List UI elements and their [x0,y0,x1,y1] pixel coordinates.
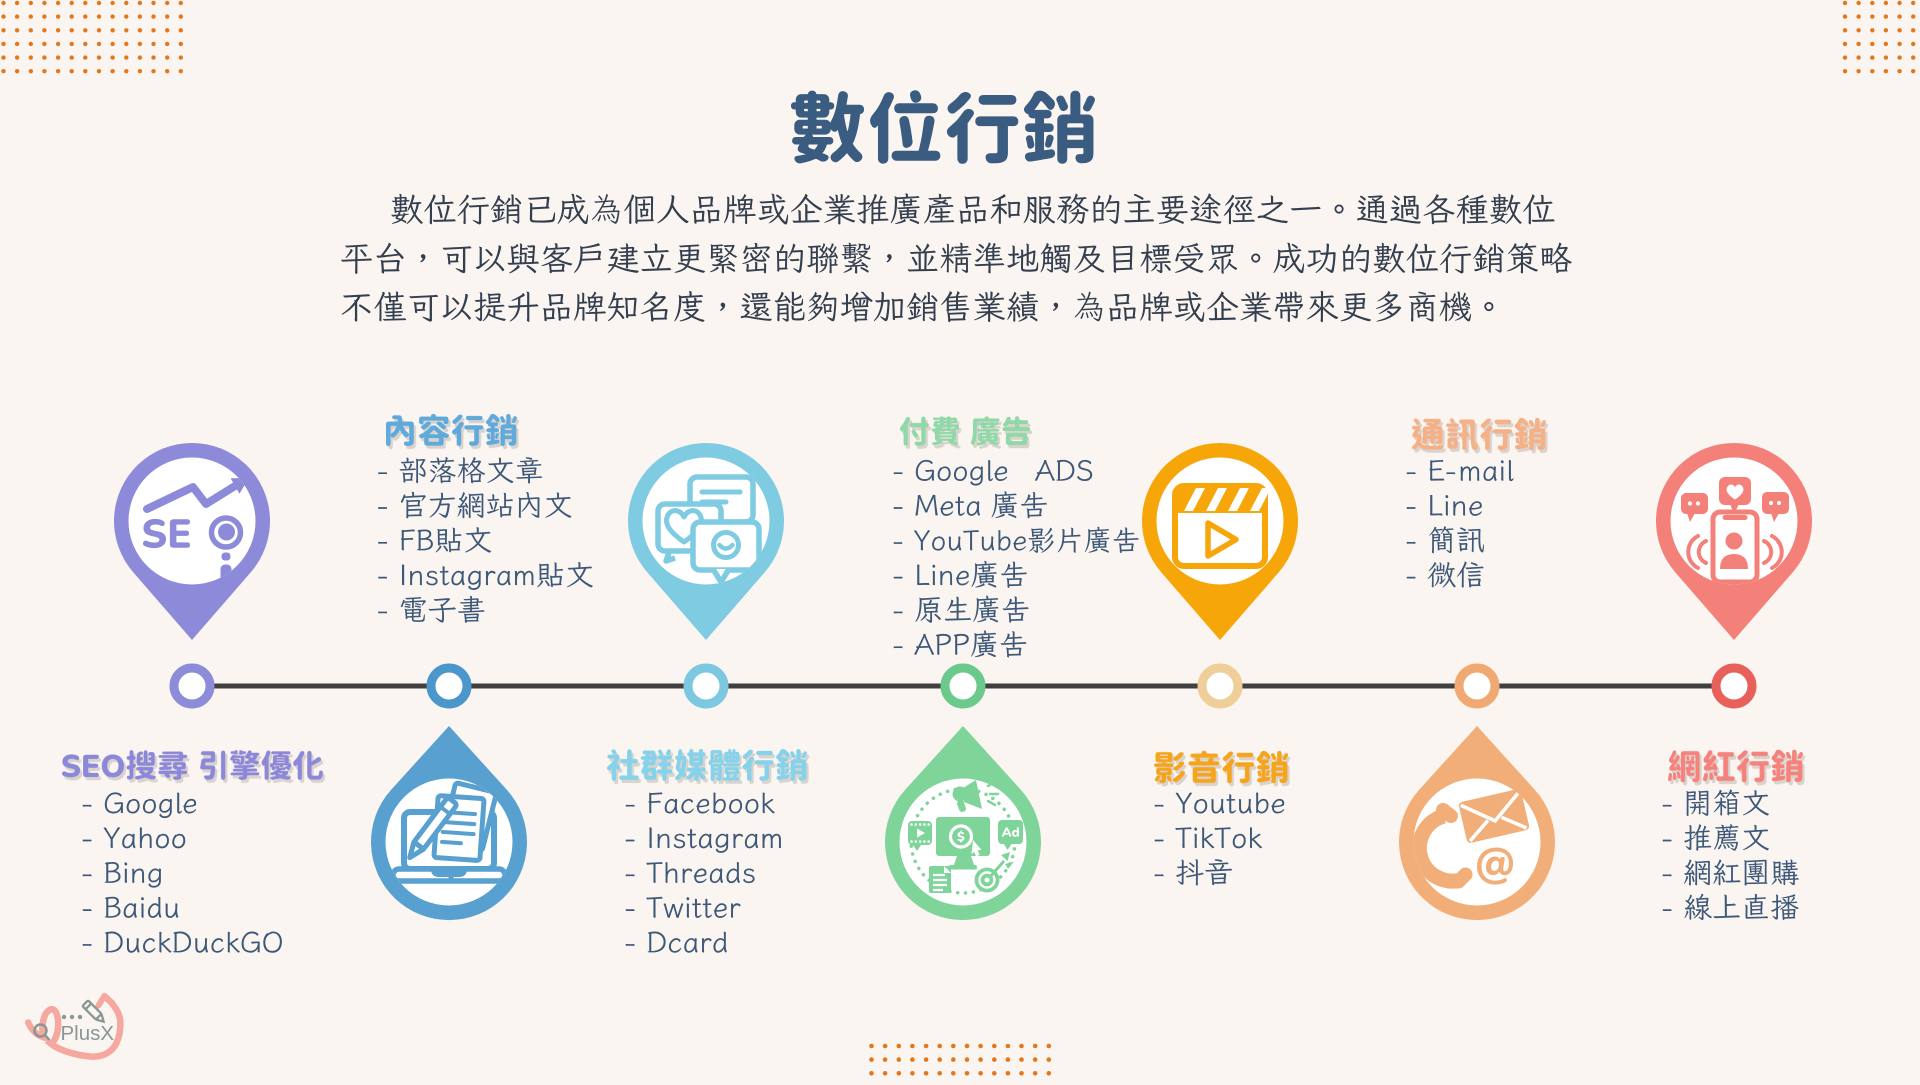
svg-text:PlusX: PlusX [61,1022,115,1045]
